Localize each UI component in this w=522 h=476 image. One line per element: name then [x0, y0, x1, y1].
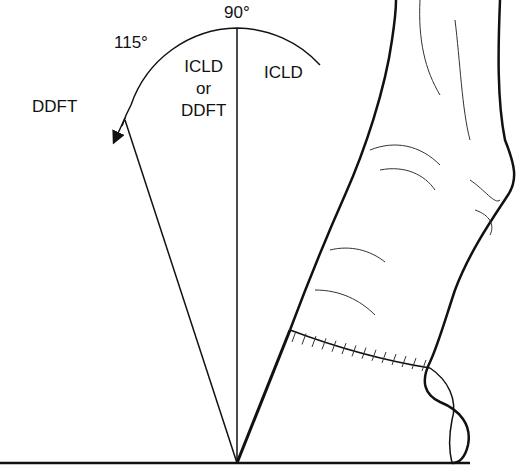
angle-value: 90° [224, 2, 250, 24]
fetlock-contour [370, 145, 440, 190]
hair-stroke [362, 348, 366, 359]
zone-label: ICLD [264, 62, 303, 84]
tendon-contour [420, 0, 440, 95]
hair-hatching [292, 331, 426, 371]
arc-arrow [114, 118, 125, 142]
angle-line [125, 120, 237, 463]
tendon-contour [455, 20, 470, 140]
vertical-line [236, 28, 238, 463]
hair-stroke [392, 354, 396, 365]
hair-stroke [302, 334, 306, 345]
angle-arc [122, 28, 320, 126]
heel-bulb [430, 368, 454, 463]
hair-stroke [342, 343, 346, 354]
zone-label: DDFT [32, 96, 77, 118]
ergot-contour [470, 180, 500, 235]
hair-stroke [422, 360, 426, 371]
coronary-band [290, 330, 430, 368]
pastern-front [290, 0, 396, 330]
ground-line [0, 462, 470, 465]
hair-stroke [322, 338, 326, 349]
hair-stroke [352, 345, 356, 356]
hair-stroke [382, 352, 386, 363]
hair-stroke [402, 356, 406, 367]
pastern-back [425, 0, 514, 463]
zone-label: ICLD or DDFT [181, 56, 226, 122]
hair-stroke [372, 350, 376, 361]
hoof-wall [237, 330, 290, 463]
pastern-contour [315, 248, 385, 315]
hair-stroke [332, 341, 336, 352]
angle-value: 115° [114, 32, 148, 54]
hair-stroke [312, 336, 316, 347]
hair-stroke [292, 331, 296, 342]
hair-stroke [412, 358, 416, 369]
